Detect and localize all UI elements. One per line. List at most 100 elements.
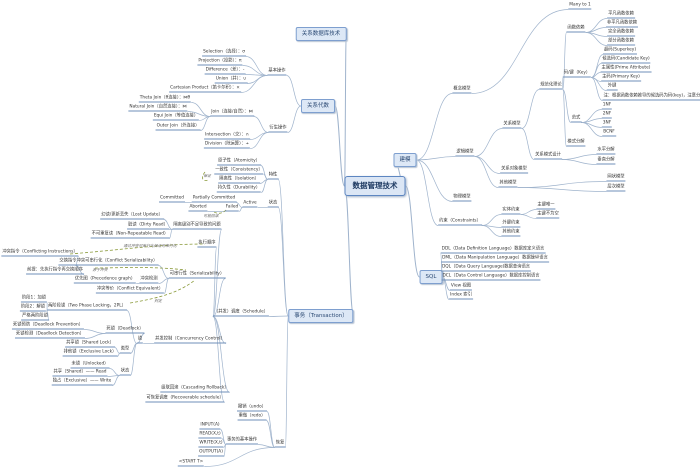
mind-map-node[interactable]: 层次模型 bbox=[606, 184, 626, 192]
mind-map-node[interactable]: 其他约束 bbox=[501, 229, 521, 237]
mind-map-node[interactable]: 模式分解 bbox=[566, 139, 586, 147]
mind-map-node[interactable]: WRITE(X,t) bbox=[198, 440, 224, 448]
mind-map-node[interactable]: 原子性（Atomicity） bbox=[217, 158, 261, 166]
mind-map-node[interactable]: 逻辑模型 bbox=[455, 149, 475, 157]
mind-map-node[interactable]: 隔离性（Isolation） bbox=[218, 176, 260, 184]
mind-map-node[interactable]: 非平凡函数依赖 bbox=[605, 20, 639, 28]
mind-map-node[interactable]: 一致性（Consistency） bbox=[214, 167, 264, 175]
mind-map-node[interactable]: Many to 1 bbox=[568, 2, 592, 10]
mind-map-node[interactable]: DQL（Data Query Language)数据查询语言 bbox=[440, 264, 532, 272]
mind-map-node[interactable]: 排他锁（Exclusive Lock） bbox=[62, 349, 118, 357]
mind-map-node[interactable]: 优先图（Precedence graph） bbox=[73, 276, 137, 284]
mind-map-node[interactable]: Join（连接/自然）：⋈ bbox=[210, 109, 254, 117]
mind-map-node[interactable]: 共享锁（Shared Lock） bbox=[65, 340, 115, 348]
mind-map-node[interactable]: 关系模式设计 bbox=[534, 152, 562, 160]
main-topic-rdb[interactable]: 关系数据库技术 bbox=[295, 27, 347, 41]
mind-map-node[interactable]: 交换指令 bbox=[58, 258, 78, 266]
mind-map-node[interactable]: 撤销（undo） bbox=[237, 404, 267, 412]
mind-map-node[interactable]: 隔离级别不足导致的问题 bbox=[172, 222, 222, 230]
mind-map-node[interactable]: DML（Data Manipulation Language）数据操纵语言 bbox=[441, 255, 549, 263]
mind-map-node[interactable]: 两阶段锁（Two Phase Locking，2PL） bbox=[47, 303, 127, 311]
mind-map-node[interactable]: 注：根据函数依赖推导的候选码为码(key)，注意分辨 bbox=[602, 94, 700, 101]
mind-map-node[interactable]: 网状模型 bbox=[606, 174, 626, 182]
mind-map-node[interactable]: 幻读/更新丢失（Lost Update） bbox=[100, 212, 164, 220]
mind-map-node[interactable]: Difference（差）：- bbox=[204, 67, 246, 75]
mind-map-node[interactable]: 未锁（Unlocked） bbox=[70, 361, 110, 369]
mind-map-node[interactable]: Committed bbox=[159, 195, 185, 203]
mind-map-node[interactable]: 执行顺序 bbox=[197, 240, 217, 248]
mind-map-node[interactable]: 锁 bbox=[136, 336, 144, 344]
main-topic-tx[interactable]: 事务（Transaction） bbox=[288, 309, 354, 323]
mind-map-node[interactable]: 衍生操作 bbox=[268, 125, 288, 133]
mind-map-node[interactable]: 码/键（Key） bbox=[562, 70, 592, 78]
mind-map-node[interactable]: 主属性(Prime Attribute) bbox=[600, 65, 652, 73]
mind-map-node[interactable]: 其他模型 bbox=[498, 180, 518, 188]
mind-map-node[interactable]: 状态 bbox=[119, 368, 131, 376]
mind-map-node[interactable]: 死锁（Deadlock） bbox=[105, 326, 145, 334]
main-topic-model[interactable]: 建模 bbox=[393, 153, 417, 167]
mind-map-node[interactable]: 函数依赖 bbox=[566, 25, 586, 33]
mind-map-node[interactable]: 严格两阶段锁 bbox=[21, 313, 49, 321]
mind-map-node[interactable]: DDL（Data Definition Language）数据库定义语言 bbox=[440, 246, 546, 254]
mind-map-node[interactable]: 实体约束 bbox=[501, 207, 521, 215]
mind-map-node[interactable]: 物理模型 bbox=[452, 194, 472, 202]
mind-map-node[interactable]: 重做（redo） bbox=[237, 413, 267, 421]
mind-map-node[interactable]: Outer Join（外连接） bbox=[155, 123, 201, 131]
mind-map-node[interactable]: 冲突检测 bbox=[139, 276, 159, 284]
mind-map-node[interactable]: DCL（Data Control Language）数据库控制语言 bbox=[441, 273, 541, 281]
mind-map-node[interactable]: READ(X,t) bbox=[198, 431, 222, 439]
mind-map-node[interactable]: 1NF bbox=[601, 102, 613, 110]
mind-map-node[interactable]: 范式 bbox=[570, 115, 582, 123]
mind-map-node[interactable]: Intersection（交）：∩ bbox=[204, 132, 250, 140]
mind-map-node[interactable]: 可串行性（Serializability） bbox=[168, 271, 226, 279]
mind-map-node[interactable]: View 视图 bbox=[449, 283, 473, 291]
mind-map-node[interactable]: Active bbox=[242, 200, 258, 208]
mind-map-node[interactable]: 约束（Constraints） bbox=[438, 218, 482, 226]
mind-map-node[interactable]: 超码(Superkey) bbox=[602, 47, 638, 55]
central-topic[interactable]: 数据管理技术 bbox=[344, 176, 406, 196]
mind-map-node[interactable]: 前提：先执行指令再交换顺序 bbox=[26, 267, 84, 275]
mind-map-node[interactable]: Failed bbox=[224, 204, 240, 212]
mind-map-node[interactable]: 不可重复读（Non-Repeatable Read） bbox=[90, 231, 170, 239]
mind-map-node[interactable]: Equi Join（等值连接） bbox=[152, 113, 200, 121]
mind-map-node[interactable]: 3NF bbox=[601, 120, 613, 128]
mind-map-node[interactable]: 候选码(Candidate Key) bbox=[601, 56, 651, 64]
mind-map-node[interactable]: 外键 bbox=[606, 83, 618, 91]
mind-map-node[interactable]: 主键唯一 bbox=[536, 202, 556, 210]
mind-map-node[interactable]: 级联回滚（Cascading Rollback） bbox=[160, 385, 230, 393]
main-topic-sql[interactable]: SQL bbox=[419, 270, 443, 284]
mind-map-node[interactable]: 平凡函数依赖 bbox=[607, 11, 635, 19]
mind-map-node[interactable]: 持久性（Durability） bbox=[216, 185, 262, 193]
mind-map-node[interactable]: Theta Join（θ连接）：⋈θ bbox=[138, 95, 192, 103]
mind-map-node[interactable]: Index 索引 bbox=[449, 292, 473, 300]
mind-map-node[interactable]: 类型 bbox=[119, 346, 131, 354]
mind-map-node[interactable]: Division（除运算）：÷ bbox=[203, 141, 251, 149]
mind-map-node[interactable]: 可恢复调度（Recoverable schedule） bbox=[145, 395, 225, 403]
mind-map-node[interactable]: Partially Committed bbox=[191, 195, 237, 203]
mind-map-node[interactable]: 概念模型 bbox=[452, 86, 472, 94]
mind-map-node[interactable]: 并发控制（Concurrency Control） bbox=[154, 336, 226, 344]
mind-map-node[interactable]: Natural Join（自然连接）：⋈ bbox=[128, 104, 188, 112]
mind-map-node[interactable]: 主码(Primary Key) bbox=[601, 74, 641, 82]
mind-map-node[interactable]: Union（并）：∪ bbox=[214, 76, 248, 84]
mind-map-node[interactable]: 冲突指令（Conflicting Instructions） bbox=[1, 249, 79, 257]
mind-map-node[interactable]: 规范化理论 bbox=[539, 82, 563, 90]
mind-map-node[interactable]: OUTPUT(A) bbox=[198, 449, 224, 457]
mind-map-node[interactable]: 共享（Shared）—— Read bbox=[52, 369, 108, 377]
mind-map-node[interactable]: INPUT(A) bbox=[199, 422, 221, 430]
mind-map-node[interactable]: 关系模型 bbox=[502, 121, 522, 129]
mind-map-node[interactable]: 阶段2：解锁 bbox=[19, 304, 47, 312]
mind-map-node[interactable]: 关系对象模型 bbox=[500, 166, 528, 174]
mind-map-node[interactable]: 主键不为空 bbox=[536, 211, 560, 219]
mind-map-node[interactable]: Cartesian Product（笛卡尔积）：× bbox=[169, 85, 241, 93]
mind-map-node[interactable]: 死锁检测（Deadlock Detection） bbox=[14, 331, 86, 339]
mind-map-node[interactable]: 独占（Exclusive）—— Write bbox=[51, 378, 113, 386]
mind-map-node[interactable]: 冲突等价（Conflict Equivalent） bbox=[95, 286, 165, 294]
mind-map-node[interactable]: Projection（投影）：π bbox=[197, 58, 243, 66]
mind-map-node[interactable]: 基本操作 bbox=[267, 68, 287, 76]
mind-map-node[interactable]: 垂直分解 bbox=[596, 157, 616, 165]
mind-map-node[interactable]: BCNF bbox=[602, 129, 616, 137]
mind-map-node[interactable]: 特性 bbox=[267, 172, 279, 180]
mind-map-node[interactable]: 2NF bbox=[601, 111, 613, 119]
mind-map-node[interactable]: 事务的基本操作 bbox=[225, 437, 259, 445]
